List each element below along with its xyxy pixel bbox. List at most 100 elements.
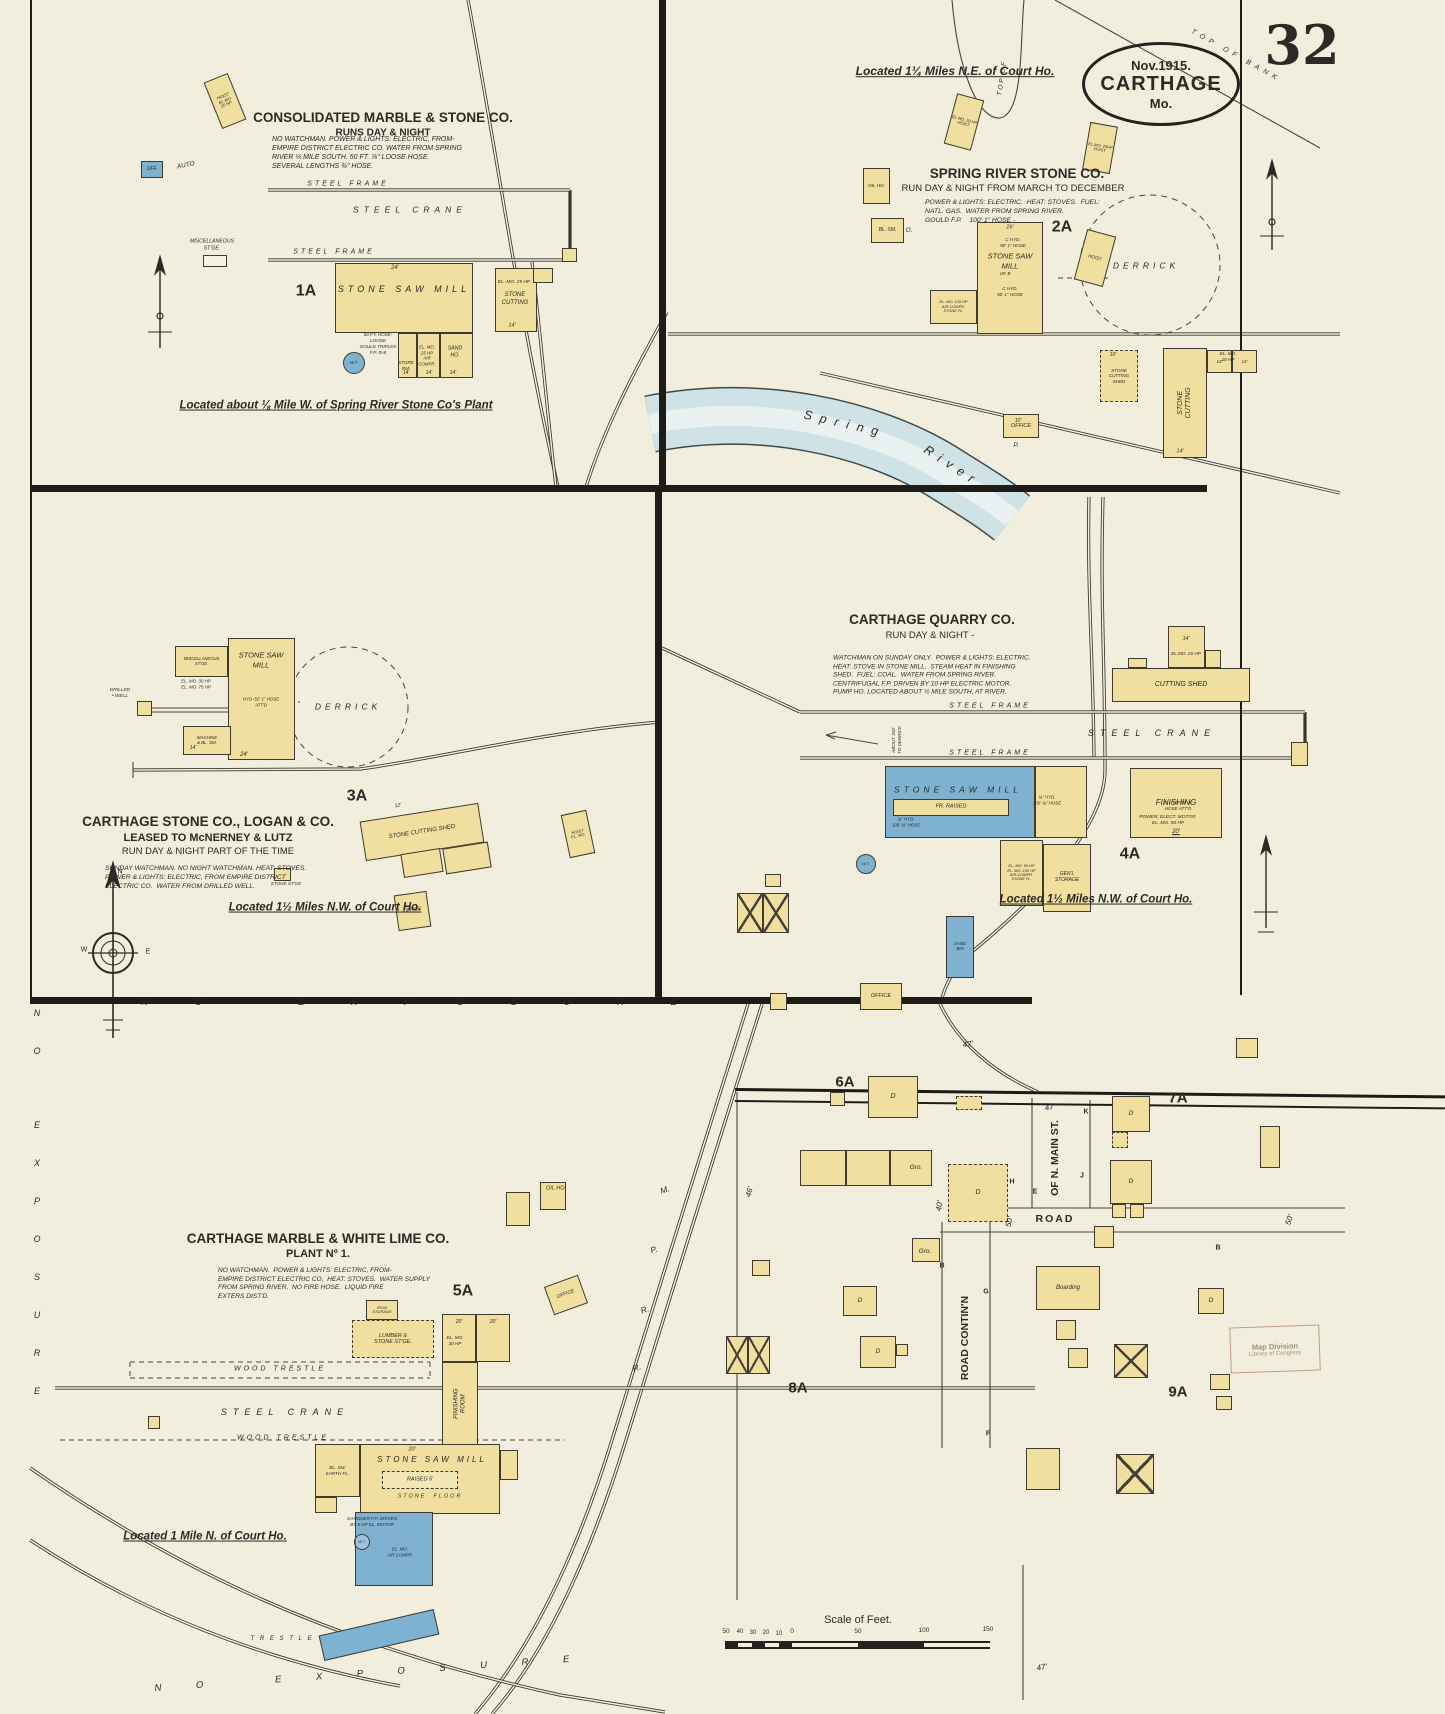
building-label: STONE CUTTING	[1177, 387, 1192, 419]
building-label: IRON STORAGE	[372, 1304, 392, 1314]
map-label: STONE SAW MILL	[238, 650, 284, 669]
map-label: 10'	[1109, 351, 1117, 358]
building	[398, 333, 417, 378]
map-label: 47'	[1044, 1102, 1056, 1113]
map-label: P	[33, 1196, 41, 1207]
building-label: MACHINE & BL. SM.	[196, 734, 218, 745]
building: OFF.	[141, 161, 163, 178]
north-arrow	[148, 254, 172, 348]
building: Boarding	[1036, 1266, 1100, 1310]
street-label-road-continuation: ROAD CONTIN'N	[959, 1295, 972, 1381]
building	[335, 263, 473, 333]
map-label: 14'	[1182, 635, 1190, 642]
scale-bar-segment	[858, 1641, 924, 1648]
building-label: OIL HO.	[868, 183, 885, 189]
map-label: C HYD. 50' 1" HOSE	[1000, 237, 1026, 248]
map-label: U	[33, 1310, 41, 1321]
map-label: H	[1009, 1178, 1015, 1186]
map-label: OIL HO.	[545, 1185, 567, 1192]
map-label: EL. MO. 30 HP	[446, 1335, 464, 1346]
company-title-3a: CARTHAGE STONE CO., LOGAN & CO.	[82, 814, 334, 830]
map-label: O	[33, 1046, 41, 1057]
building	[382, 1471, 458, 1489]
plot-label-6a: 6A	[835, 1073, 855, 1091]
building-label: MISCELLANEOUS ST'GE.	[183, 655, 220, 666]
map-label: STONE SAW MILL	[987, 251, 1033, 270]
map-label: WOOD TRESTLE	[236, 1434, 330, 1442]
building: 14'	[1232, 350, 1257, 373]
map-label: NO WATCHMAN. POWER & LIGHTS: ELECTRIC, F…	[272, 135, 462, 171]
building	[752, 1260, 770, 1276]
map-label: 1" HYD. 50' 1" HOSE ATT'D	[1163, 800, 1193, 811]
building	[800, 1150, 846, 1186]
map-label: DRILLED • WELL	[109, 687, 131, 699]
building	[228, 638, 295, 760]
map-label: 14'	[508, 322, 516, 329]
building: CUTTING SHED	[1112, 668, 1250, 702]
building-label: D	[857, 1297, 863, 1305]
map-label: T R E S T L E	[250, 1636, 314, 1643]
building-label: 14'	[1216, 358, 1223, 364]
building: W.T.	[354, 1534, 370, 1550]
building	[1168, 626, 1205, 668]
company-title-2a: SPRING RIVER STONE CO.	[929, 166, 1105, 182]
building	[1035, 766, 1087, 838]
map-label: WOOD TRESTLE	[233, 1365, 327, 1373]
map-label: WATCHMAN ON SUNDAY ONLY. POWER & LIGHTS:…	[833, 654, 1031, 696]
building-label: D	[890, 1093, 896, 1101]
map-label: LEASED TO McNERNEY & LUTZ	[123, 831, 293, 844]
building: FINISHING	[1130, 768, 1222, 838]
scale-bar	[725, 1647, 990, 1649]
plot-label-7a: 7A	[1168, 1089, 1188, 1107]
map-label: Gro.	[918, 1247, 932, 1255]
building	[896, 1344, 908, 1356]
map-label: STONE SAW MILL	[377, 1454, 487, 1464]
map-label: STEEL FRAME	[949, 702, 1031, 710]
map-label: STEEL FRAME	[949, 749, 1031, 757]
building	[1128, 658, 1147, 668]
map-label: STEEL FRAME	[293, 248, 375, 256]
building	[360, 1444, 500, 1514]
plot-label-5a: 5A	[452, 1282, 474, 1300]
map-label: Gro.	[909, 1163, 923, 1171]
map-label: 20'	[1172, 829, 1180, 836]
building: IRON STORAGE	[366, 1300, 398, 1320]
map-label: 20'	[455, 1318, 463, 1325]
building-label: STONE CUTTING SHED	[1108, 368, 1130, 384]
mprr-track	[473, 1003, 750, 1714]
map-label: 50 FT. HOSE- LOOSE GOULD TRIPLEX F.P. 5×…	[359, 332, 397, 355]
panel-divider	[30, 997, 1032, 1004]
building: FINISHING ROOM	[442, 1362, 478, 1446]
building	[977, 222, 1043, 334]
building	[1068, 1348, 1088, 1368]
scale-bar	[725, 1641, 990, 1643]
map-label: 12'	[394, 802, 402, 810]
map-label: 24'	[391, 265, 399, 272]
sheet-number: 32	[1264, 12, 1340, 77]
map-label: EL. MO. 25 HP AIR COMPR.	[418, 344, 436, 367]
building-label: HOIST EL.MO 20 HP	[216, 91, 233, 110]
building-label: STONE CUTTING SHED	[388, 823, 456, 840]
building: W.T.	[856, 854, 876, 874]
map-label: STEEL FRAME	[307, 180, 389, 188]
building	[562, 248, 577, 262]
building: GEN'L STORAGE	[1043, 844, 1091, 912]
building-label: D	[1128, 1178, 1134, 1186]
map-label: DERRICK	[314, 701, 382, 712]
building	[417, 333, 440, 378]
building	[912, 1238, 940, 1262]
building	[770, 993, 787, 1010]
building	[274, 868, 291, 881]
map-label: STONE SAW MILL	[337, 284, 471, 295]
building	[1116, 1454, 1154, 1494]
map-label: STORE RM.	[398, 360, 414, 371]
derrick-circle	[1079, 194, 1221, 336]
scale-bar-segment	[725, 1641, 738, 1648]
north-arrow	[1254, 834, 1278, 933]
building	[748, 1336, 770, 1374]
plot-label-4a: 4A	[1119, 845, 1141, 863]
building: STONE CUTTING	[1163, 348, 1207, 458]
map-label: MISCELLANEOUS ST'GE.	[189, 238, 235, 251]
city-name: CARTHAGE	[1100, 72, 1222, 95]
building: SAND BIN	[946, 916, 974, 978]
